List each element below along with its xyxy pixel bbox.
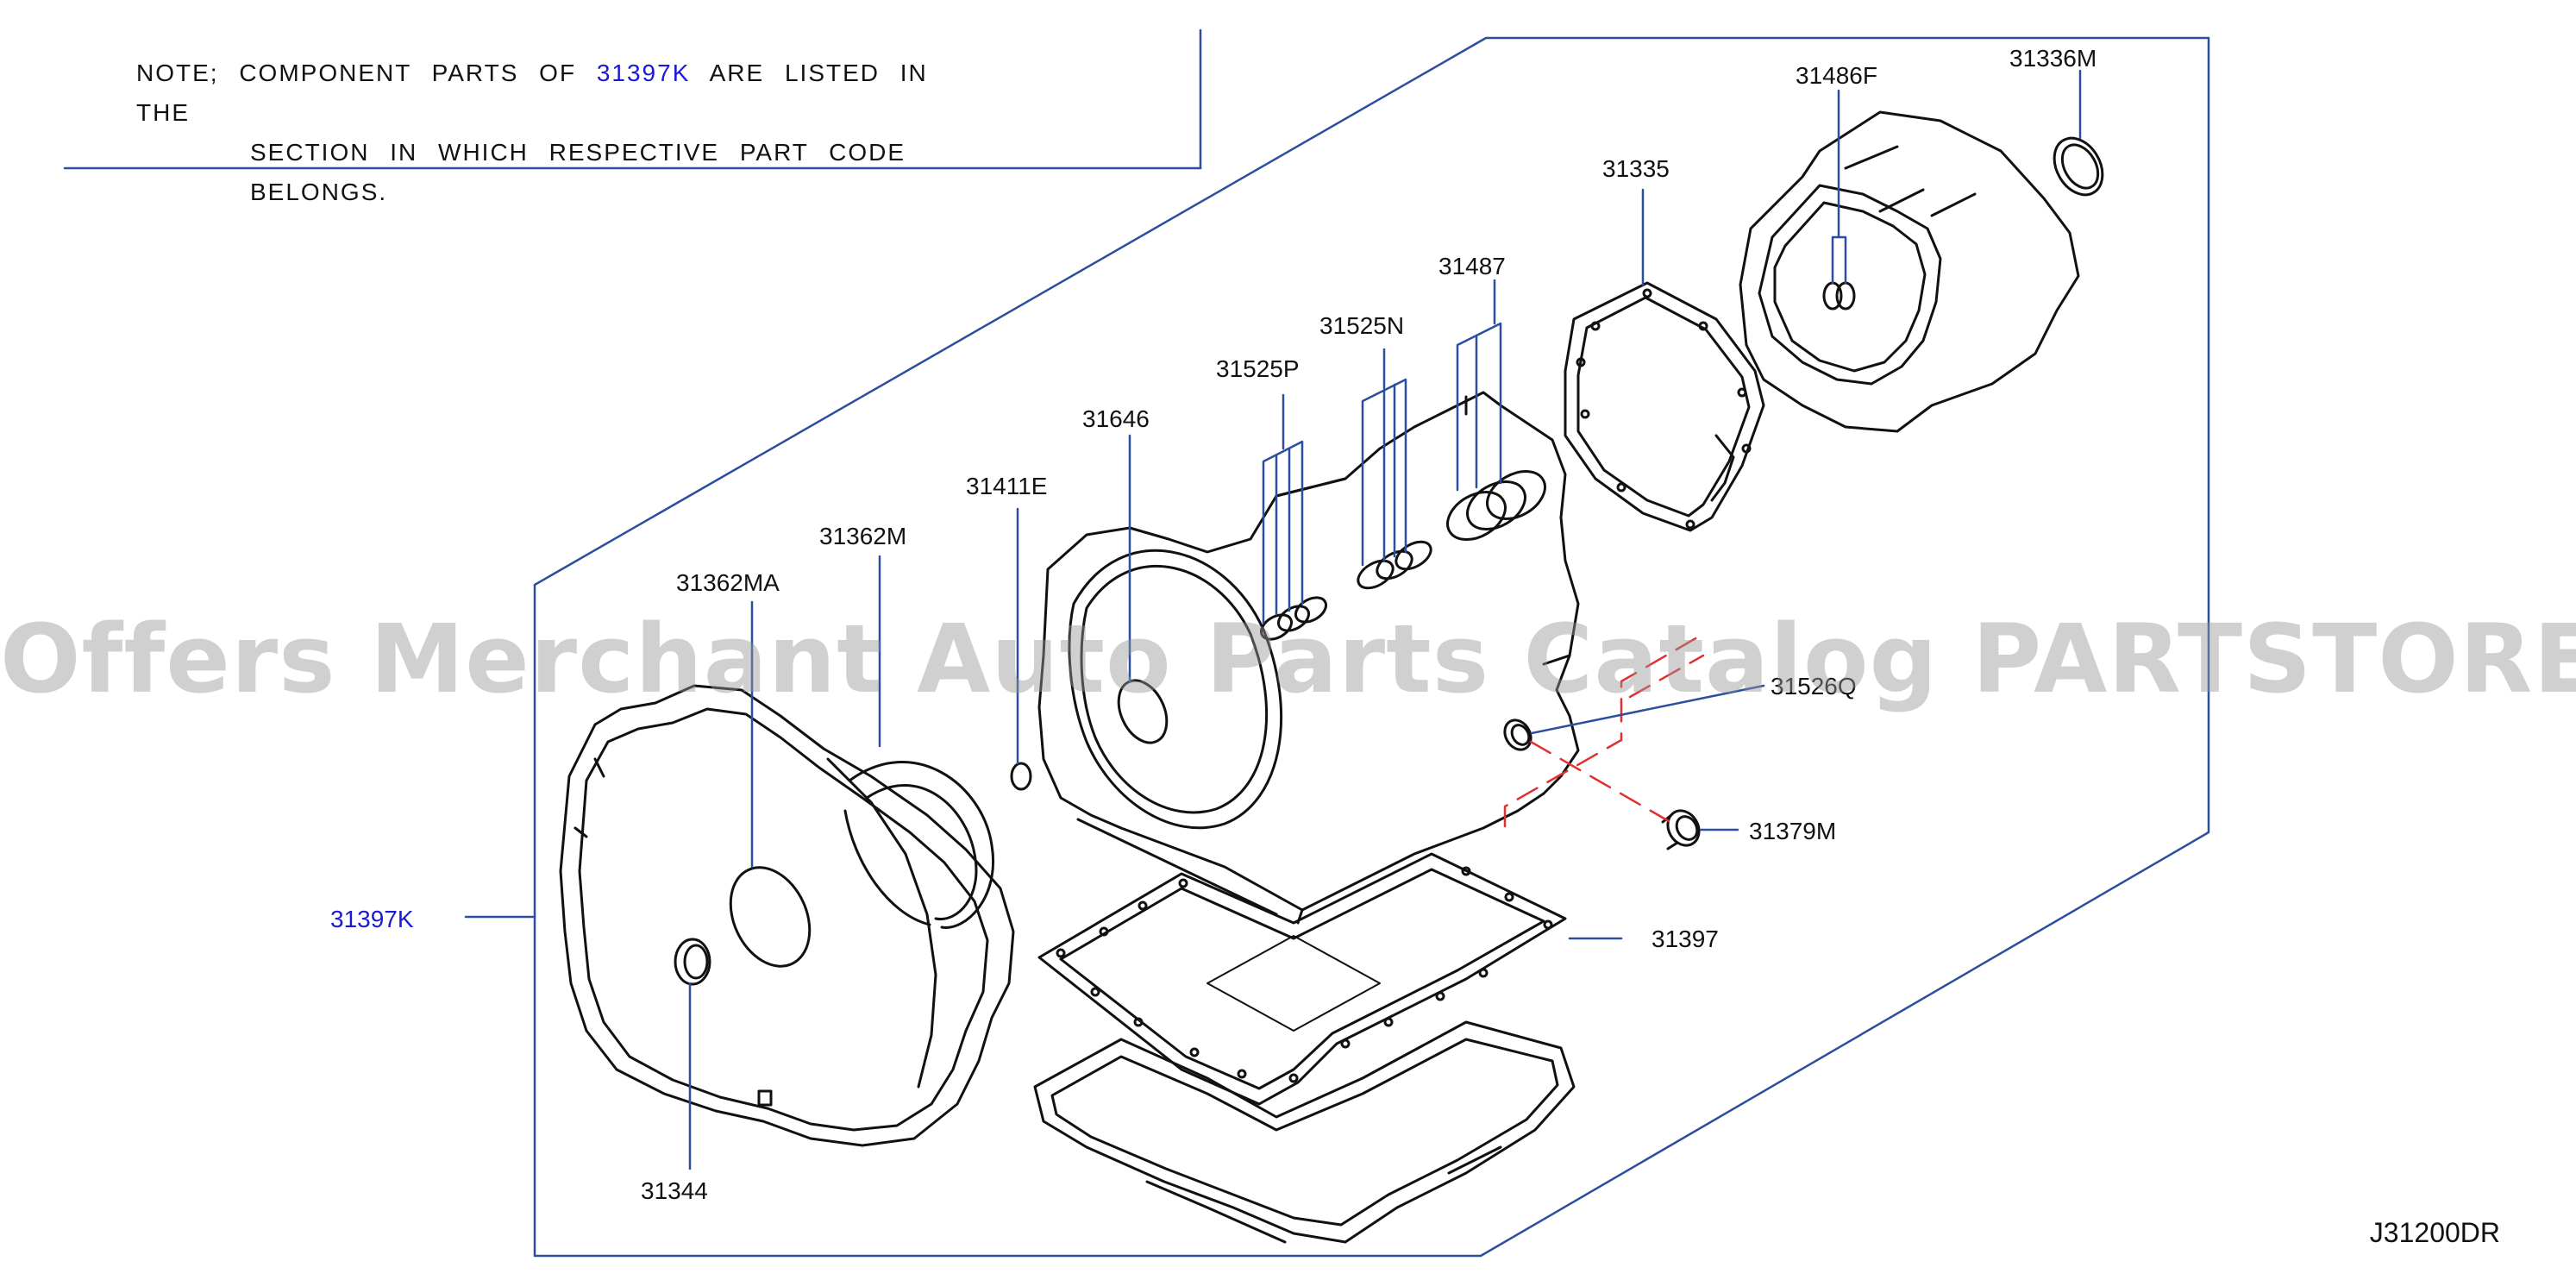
oil-pan — [1033, 1020, 1576, 1244]
oil-seal-31336m — [2053, 136, 2104, 197]
o-ring-31646 — [1117, 679, 1169, 744]
callout-31379m[interactable]: 31379M — [1749, 818, 1837, 844]
plug-31379m — [1661, 809, 1701, 850]
callout-31487[interactable]: 31487 — [1438, 253, 1506, 279]
callout-31525p[interactable]: 31525P — [1216, 355, 1300, 382]
callout-31411e[interactable]: 31411E — [966, 473, 1048, 499]
o-ring-31411e — [1010, 762, 1032, 791]
callout-31336m[interactable]: 31336M — [2009, 45, 2097, 72]
o-ring-31362ma — [729, 866, 812, 968]
seal-rings-31525n — [1357, 540, 1432, 590]
assembly-boundary — [533, 36, 2210, 1258]
callout-31525n[interactable]: 31525N — [1319, 312, 1405, 339]
note-line-1: NOTE; COMPONENT PARTS OF 31397K ARE LIST… — [136, 53, 981, 133]
callout-31335[interactable]: 31335 — [1602, 155, 1670, 182]
converter-housing — [559, 684, 1015, 1147]
callout-31397k[interactable]: 31397K — [330, 906, 414, 932]
callout-31397[interactable]: 31397 — [1652, 925, 1719, 952]
callout-31344[interactable]: 31344 — [641, 1177, 708, 1204]
oil-seal-31344 — [674, 938, 711, 986]
note-code-link[interactable]: 31397K — [596, 60, 691, 86]
callout-31646[interactable]: 31646 — [1082, 405, 1150, 432]
leader-lines — [464, 69, 2082, 1170]
note-line-2: SECTION IN WHICH RESPECTIVE PART CODE BE… — [250, 139, 906, 205]
seal-rings-31487 — [1446, 470, 1546, 541]
oil-pan-gasket-31397 — [1037, 852, 1567, 1106]
seal-ring-31362m — [843, 761, 994, 929]
callout-31486f[interactable]: 31486F — [1796, 62, 1877, 89]
note-box-frame — [63, 28, 1202, 170]
callout-31362ma[interactable]: 31362MA — [676, 569, 780, 596]
callout-31362m[interactable]: 31362M — [819, 523, 907, 549]
note-line-1-prefix: NOTE; COMPONENT PARTS OF — [136, 60, 577, 86]
o-rings-31486f — [1822, 281, 1856, 311]
transmission-case — [1037, 391, 1580, 925]
note-text: NOTE; COMPONENT PARTS OF 31397K ARE LIST… — [136, 53, 981, 212]
plug-31526q — [1503, 718, 1532, 751]
rear-gasket-31335 — [1564, 281, 1765, 532]
callout-31526q[interactable]: 31526Q — [1771, 673, 1857, 700]
dashed-guides — [1503, 632, 1705, 828]
rear-extension-housing — [1739, 110, 2080, 433]
seal-rings-31525p — [1259, 596, 1328, 641]
diagram-code: J31200DR — [2369, 1217, 2500, 1248]
note-line-1-suffix: ARE LISTED IN THE — [136, 60, 928, 126]
